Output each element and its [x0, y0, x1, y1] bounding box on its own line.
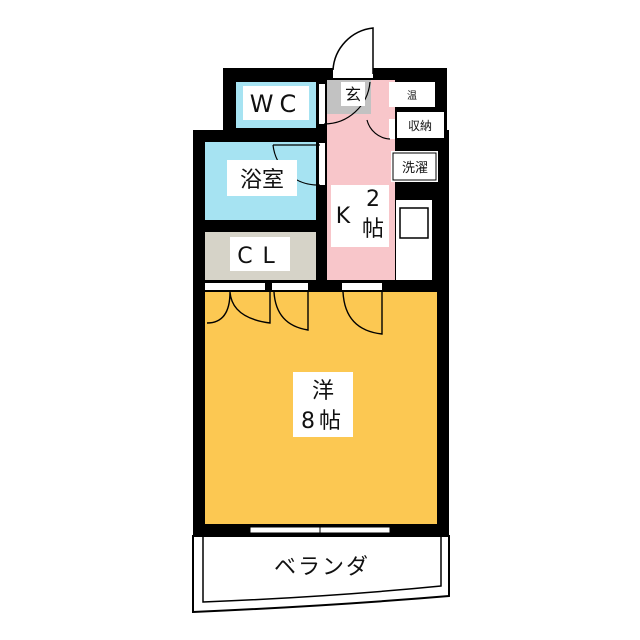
kitchen-counter	[396, 200, 432, 280]
storage-box	[397, 112, 444, 138]
veranda-label: ベランダ	[274, 555, 370, 580]
western-size-label: 8帖	[301, 409, 345, 434]
kitchen-size-label: 2	[366, 187, 380, 212]
storage-label: 収納	[408, 119, 432, 133]
closet-door-right[interactable]	[273, 291, 309, 331]
bath-label: 浴室	[240, 168, 284, 193]
kitchen-door[interactable]	[342, 291, 383, 335]
western-room-label: 洋	[312, 379, 334, 404]
entrance-label: 玄	[345, 85, 361, 104]
laundry-box	[391, 151, 438, 182]
wc-label: WC	[250, 90, 303, 118]
entry-door[interactable]	[332, 27, 374, 74]
laundry-label: 洗濯	[402, 161, 428, 176]
kitchen-unit-label: 帖	[362, 217, 384, 242]
water-heater-label: 温	[407, 90, 417, 102]
veranda-area	[192, 535, 450, 614]
kitchen-k-label: K	[336, 204, 351, 229]
closet-label: CL	[237, 244, 285, 269]
closet-door-left[interactable]	[206, 291, 271, 324]
water-heater-box	[389, 82, 435, 107]
